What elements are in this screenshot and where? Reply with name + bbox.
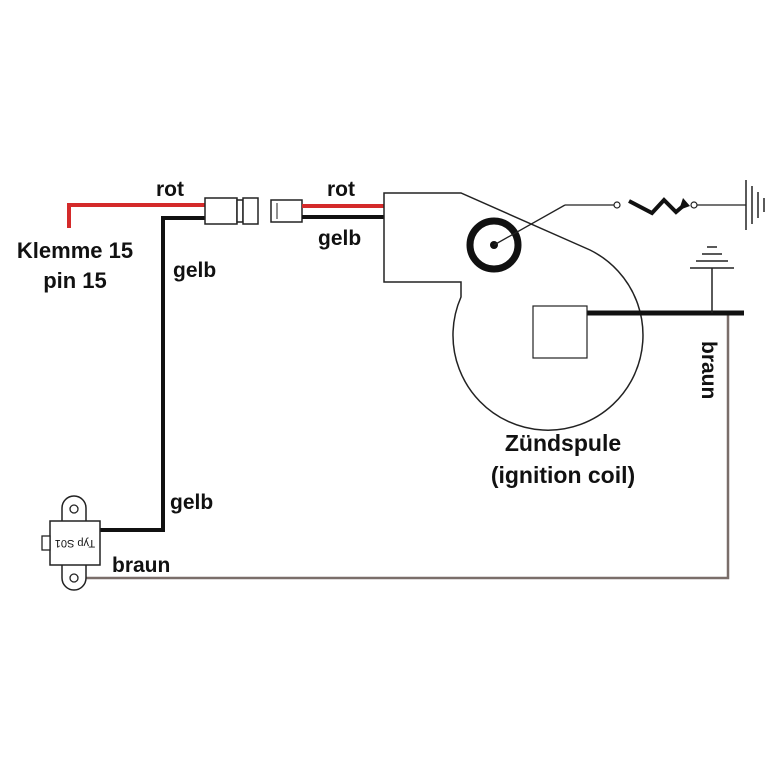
flywheel-ring (466, 217, 522, 273)
coil-subtitle: (ignition coil) (491, 462, 635, 488)
wire-label-brown-vertical: braun (697, 341, 720, 399)
spark-lead (493, 204, 566, 246)
brown-wire (78, 313, 730, 580)
wire-label-yellow-left-lower: gelb (170, 491, 213, 514)
terminal-pin-label: pin 15 (43, 268, 107, 293)
wire-label-red-left: rot (156, 178, 184, 201)
ignition-module (41, 495, 101, 591)
spark-gap-right (690, 201, 698, 209)
module-type-label: Typ S01 (55, 537, 95, 549)
spark-arrowhead (679, 198, 690, 210)
ground-icon-right (745, 180, 765, 230)
connector-male (204, 197, 259, 225)
spark-gap-left (613, 201, 621, 209)
coil-core (532, 305, 588, 359)
spark-bolt-icon (628, 197, 685, 216)
connector-female (270, 199, 303, 223)
coil-housing (383, 192, 644, 431)
red-wire-left (67, 203, 205, 228)
wire-label-yellow-right: gelb (318, 227, 361, 250)
wire-label-red-right: rot (327, 178, 355, 201)
yellow-wire-left (100, 216, 205, 532)
coil-title: Zündspule (505, 430, 621, 456)
wire-label-brown-bottom: braun (112, 554, 170, 577)
wire-label-yellow-left-upper: gelb (173, 259, 216, 282)
terminal-label: Klemme 15 (17, 238, 133, 263)
ground-icon-bar (690, 246, 734, 313)
